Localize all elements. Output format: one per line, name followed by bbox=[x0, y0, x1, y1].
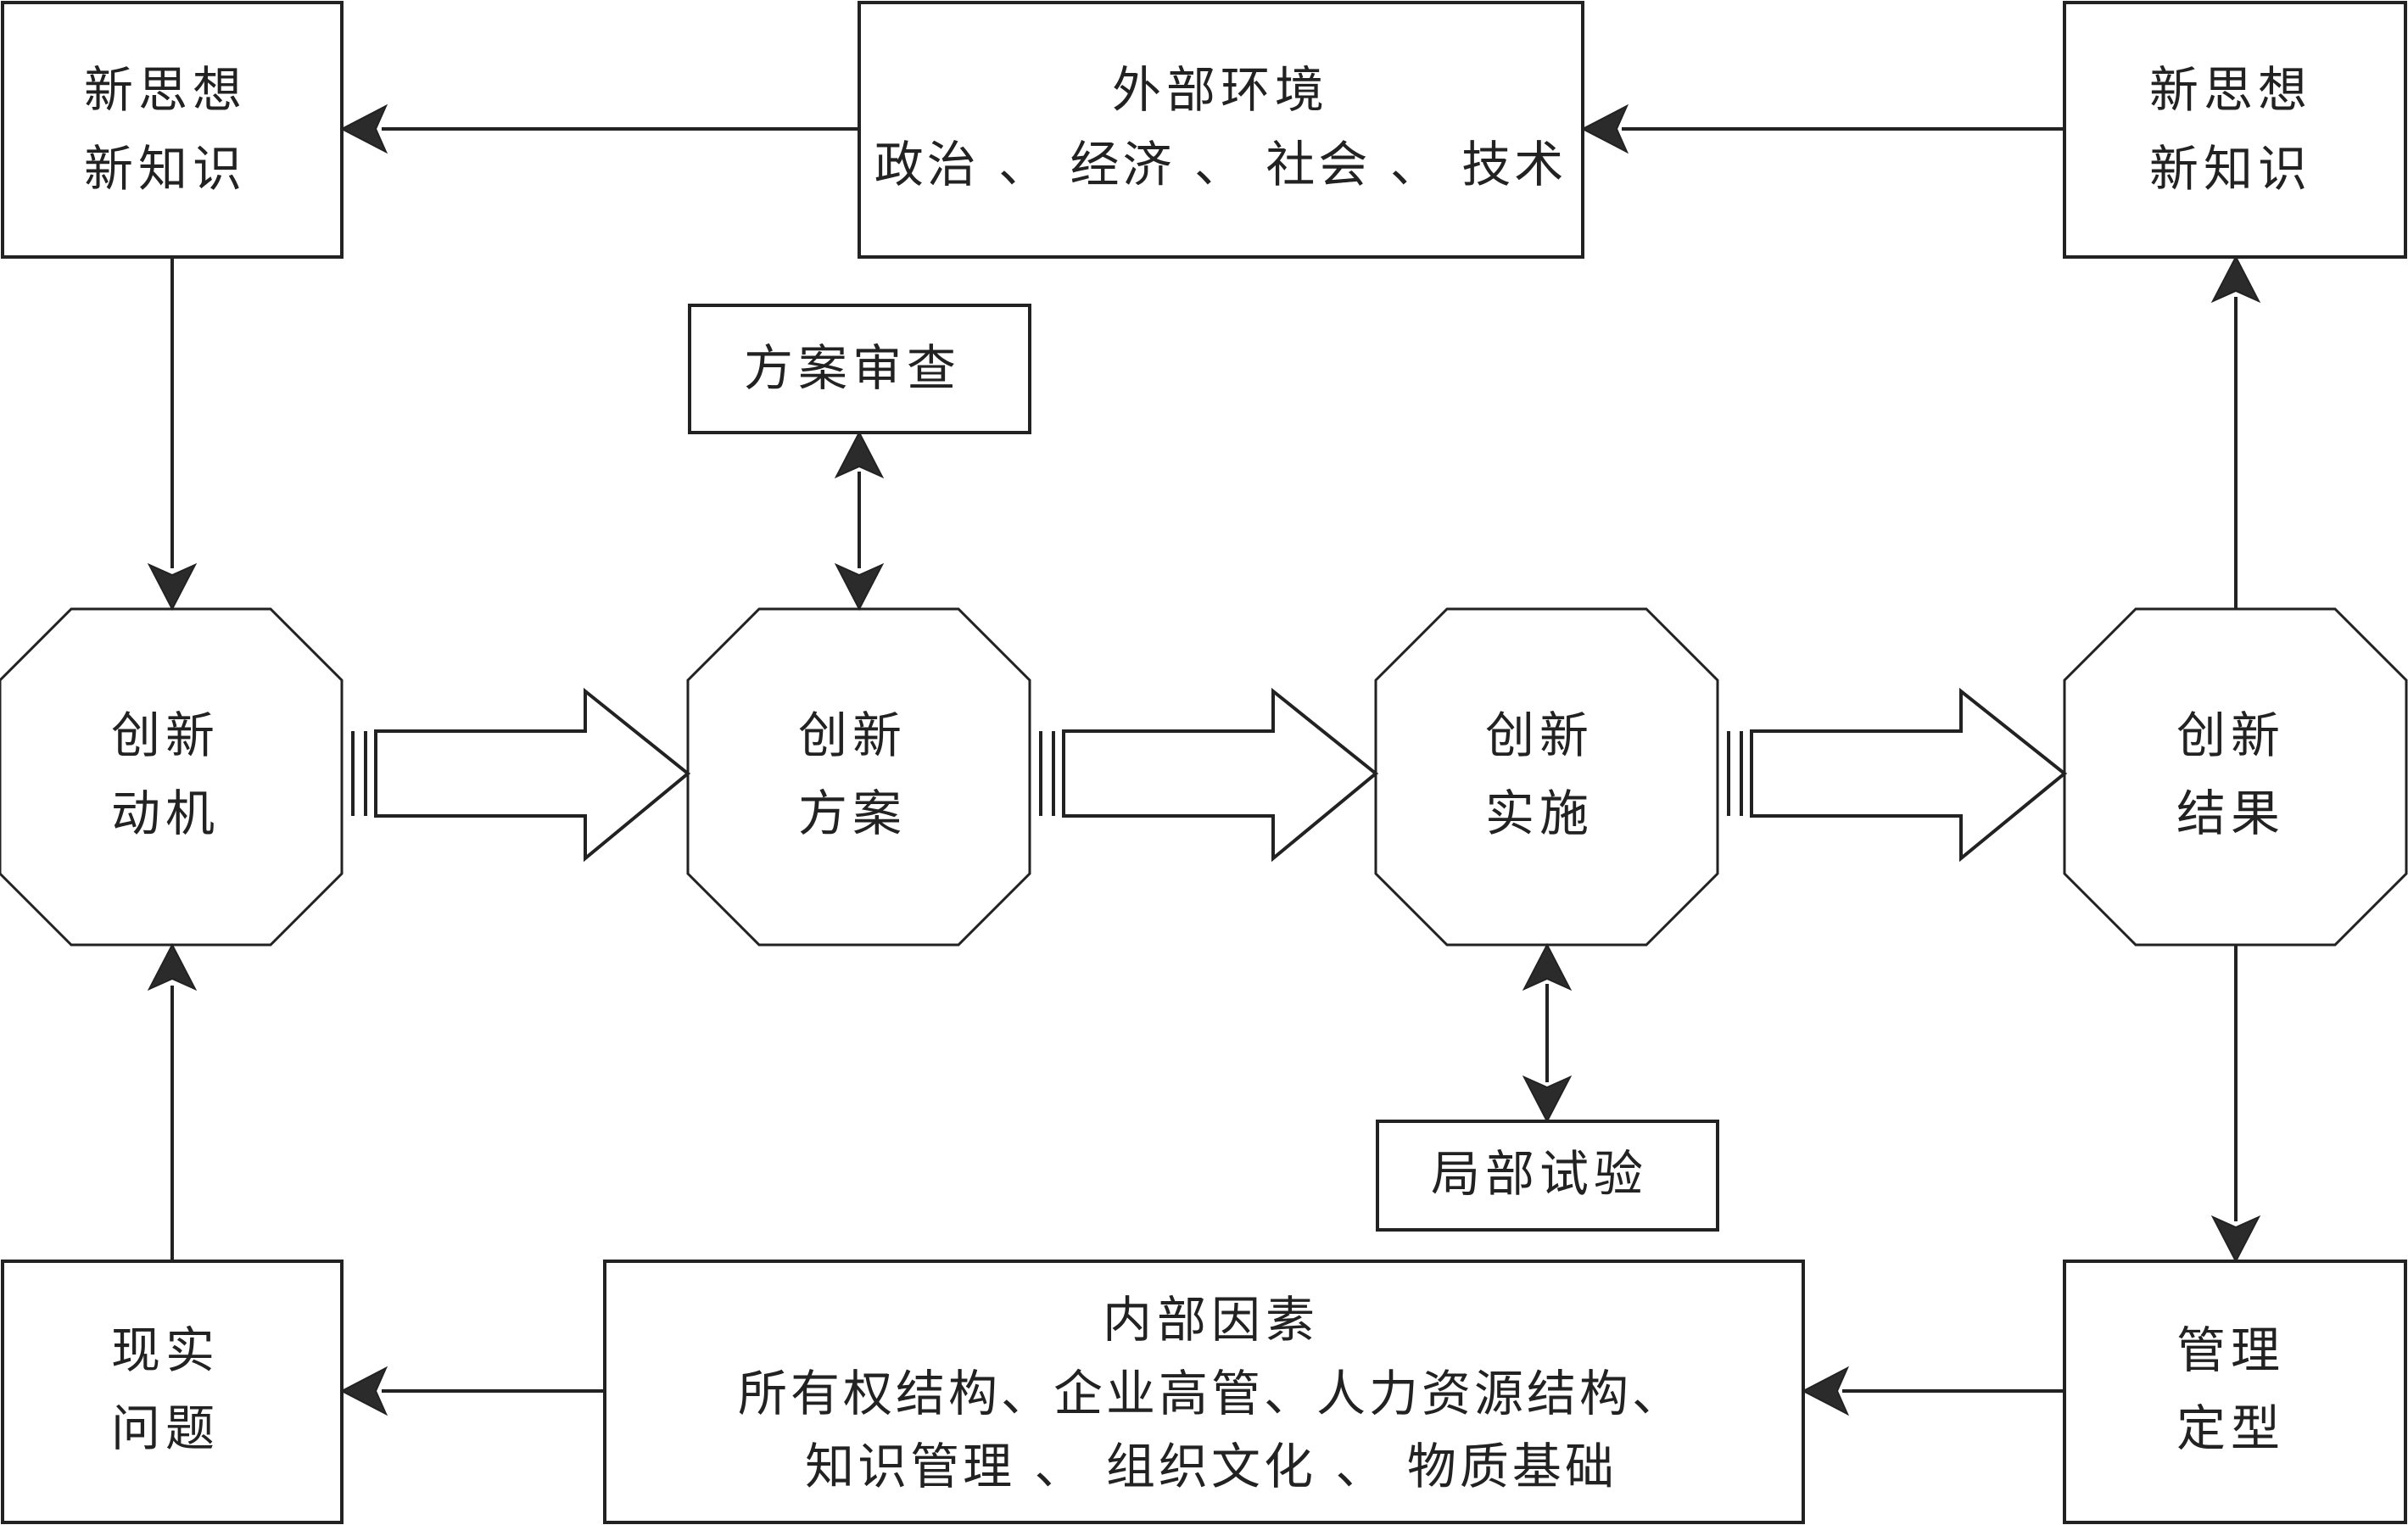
connector-local-trial-bidirectional bbox=[1522, 942, 1573, 1124]
stage-innovation-motive: 创新 动机 bbox=[0, 607, 344, 947]
flow-arrow-motive-to-plan bbox=[351, 687, 691, 863]
external-environment-box: 外部环境 政治 、 经济 、 社会 、 技术 bbox=[858, 1, 1584, 259]
connector-plan-review-bidirectional bbox=[834, 430, 885, 612]
local-trial-box: 局部试验 bbox=[1376, 1120, 1719, 1232]
new-ideas-left-line2: 新知识 bbox=[84, 140, 247, 198]
real-problems-line2: 问题 bbox=[111, 1399, 220, 1457]
internal-factors-line2: 所有权结构、企业高管、人力资源结构、 bbox=[738, 1365, 1684, 1422]
plan-review-box: 方案审查 bbox=[688, 304, 1031, 434]
new-ideas-right-line2: 新知识 bbox=[2149, 140, 2312, 198]
new-ideas-right-line1: 新思想 bbox=[2149, 61, 2312, 119]
stage-4-line1: 创新 bbox=[2176, 707, 2285, 764]
stage-3-line2: 实施 bbox=[1485, 785, 1594, 842]
connector-external-to-new-ideas-left bbox=[339, 103, 859, 154]
stage-2-line1: 创新 bbox=[798, 707, 907, 764]
plan-review-label: 方案审查 bbox=[744, 339, 961, 397]
connector-new-ideas-to-motive bbox=[147, 257, 198, 612]
real-problems-line1: 现实 bbox=[111, 1321, 220, 1379]
local-trial-label: 局部试验 bbox=[1431, 1145, 1648, 1203]
real-problems-box: 现实 问题 bbox=[1, 1260, 344, 1524]
internal-factors-title: 内部因素 bbox=[1103, 1291, 1320, 1349]
connector-new-ideas-right-to-external bbox=[1580, 103, 2064, 154]
new-ideas-left-line1: 新思想 bbox=[84, 61, 247, 119]
stage-innovation-plan: 创新 方案 bbox=[686, 607, 1031, 947]
new-ideas-box-left: 新思想 新知识 bbox=[1, 1, 344, 259]
connector-real-problems-to-motive bbox=[147, 942, 198, 1261]
flow-arrow-implementation-to-result bbox=[1727, 687, 2068, 863]
internal-factors-line3: 知识管理 、 组织文化 、 物质基础 bbox=[805, 1438, 1617, 1495]
stage-innovation-result: 创新 结果 bbox=[2063, 607, 2408, 947]
external-environment-title: 外部环境 bbox=[1112, 61, 1329, 119]
new-ideas-box-right: 新思想 新知识 bbox=[2063, 1, 2407, 259]
external-environment-factors: 政治 、 经济 、 社会 、 技术 bbox=[874, 136, 1567, 193]
stage-4-line2: 结果 bbox=[2176, 785, 2285, 842]
management-finalize-line2: 定型 bbox=[2176, 1399, 2285, 1457]
connector-internal-to-real-problems bbox=[339, 1366, 605, 1416]
flow-arrow-plan-to-implementation bbox=[1039, 687, 1379, 863]
stage-2-line2: 方案 bbox=[798, 785, 907, 842]
stage-innovation-implementation: 创新 实施 bbox=[1374, 607, 1719, 947]
stage-1-line2: 动机 bbox=[111, 785, 220, 842]
internal-factors-box: 内部因素 所有权结构、企业高管、人力资源结构、 知识管理 、 组织文化 、 物质… bbox=[603, 1260, 1805, 1524]
management-finalize-line1: 管理 bbox=[2176, 1321, 2285, 1379]
stage-1-line1: 创新 bbox=[111, 707, 220, 764]
stage-3-line1: 创新 bbox=[1485, 707, 1594, 764]
connector-result-to-management bbox=[2210, 945, 2261, 1264]
management-finalize-box: 管理 定型 bbox=[2063, 1260, 2407, 1524]
connector-management-to-internal bbox=[1801, 1366, 2064, 1416]
connector-result-to-new-ideas-right bbox=[2210, 254, 2261, 609]
